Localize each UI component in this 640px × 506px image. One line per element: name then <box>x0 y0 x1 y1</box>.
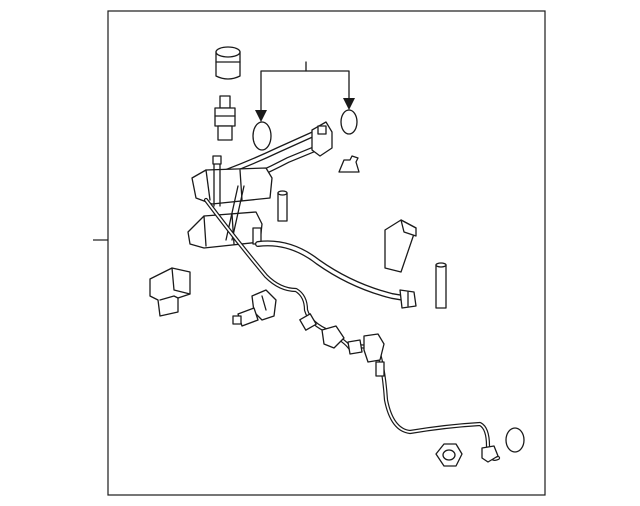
pressure-switch-icon <box>214 95 236 141</box>
nut-icon <box>435 443 463 467</box>
manifold-tube-assembly-icon <box>187 121 417 309</box>
o-ring-callout-bracket <box>255 61 355 122</box>
callout-arrow-left <box>255 110 267 122</box>
cap-icon <box>435 262 447 309</box>
charge-valve-icon <box>232 289 277 327</box>
bracket-icon <box>149 267 191 317</box>
o-ring-icon <box>340 109 358 135</box>
liquid-line-icon <box>203 197 501 463</box>
diagram-frame <box>107 10 546 496</box>
insulator-pad-icon <box>384 219 417 273</box>
callout-arrow-right <box>343 98 355 110</box>
sensor-cap-icon <box>215 46 241 80</box>
valve-core-icon <box>277 190 288 222</box>
o-ring-icon <box>252 121 272 151</box>
clip-icon <box>338 155 360 173</box>
o-ring-icon <box>505 427 525 453</box>
